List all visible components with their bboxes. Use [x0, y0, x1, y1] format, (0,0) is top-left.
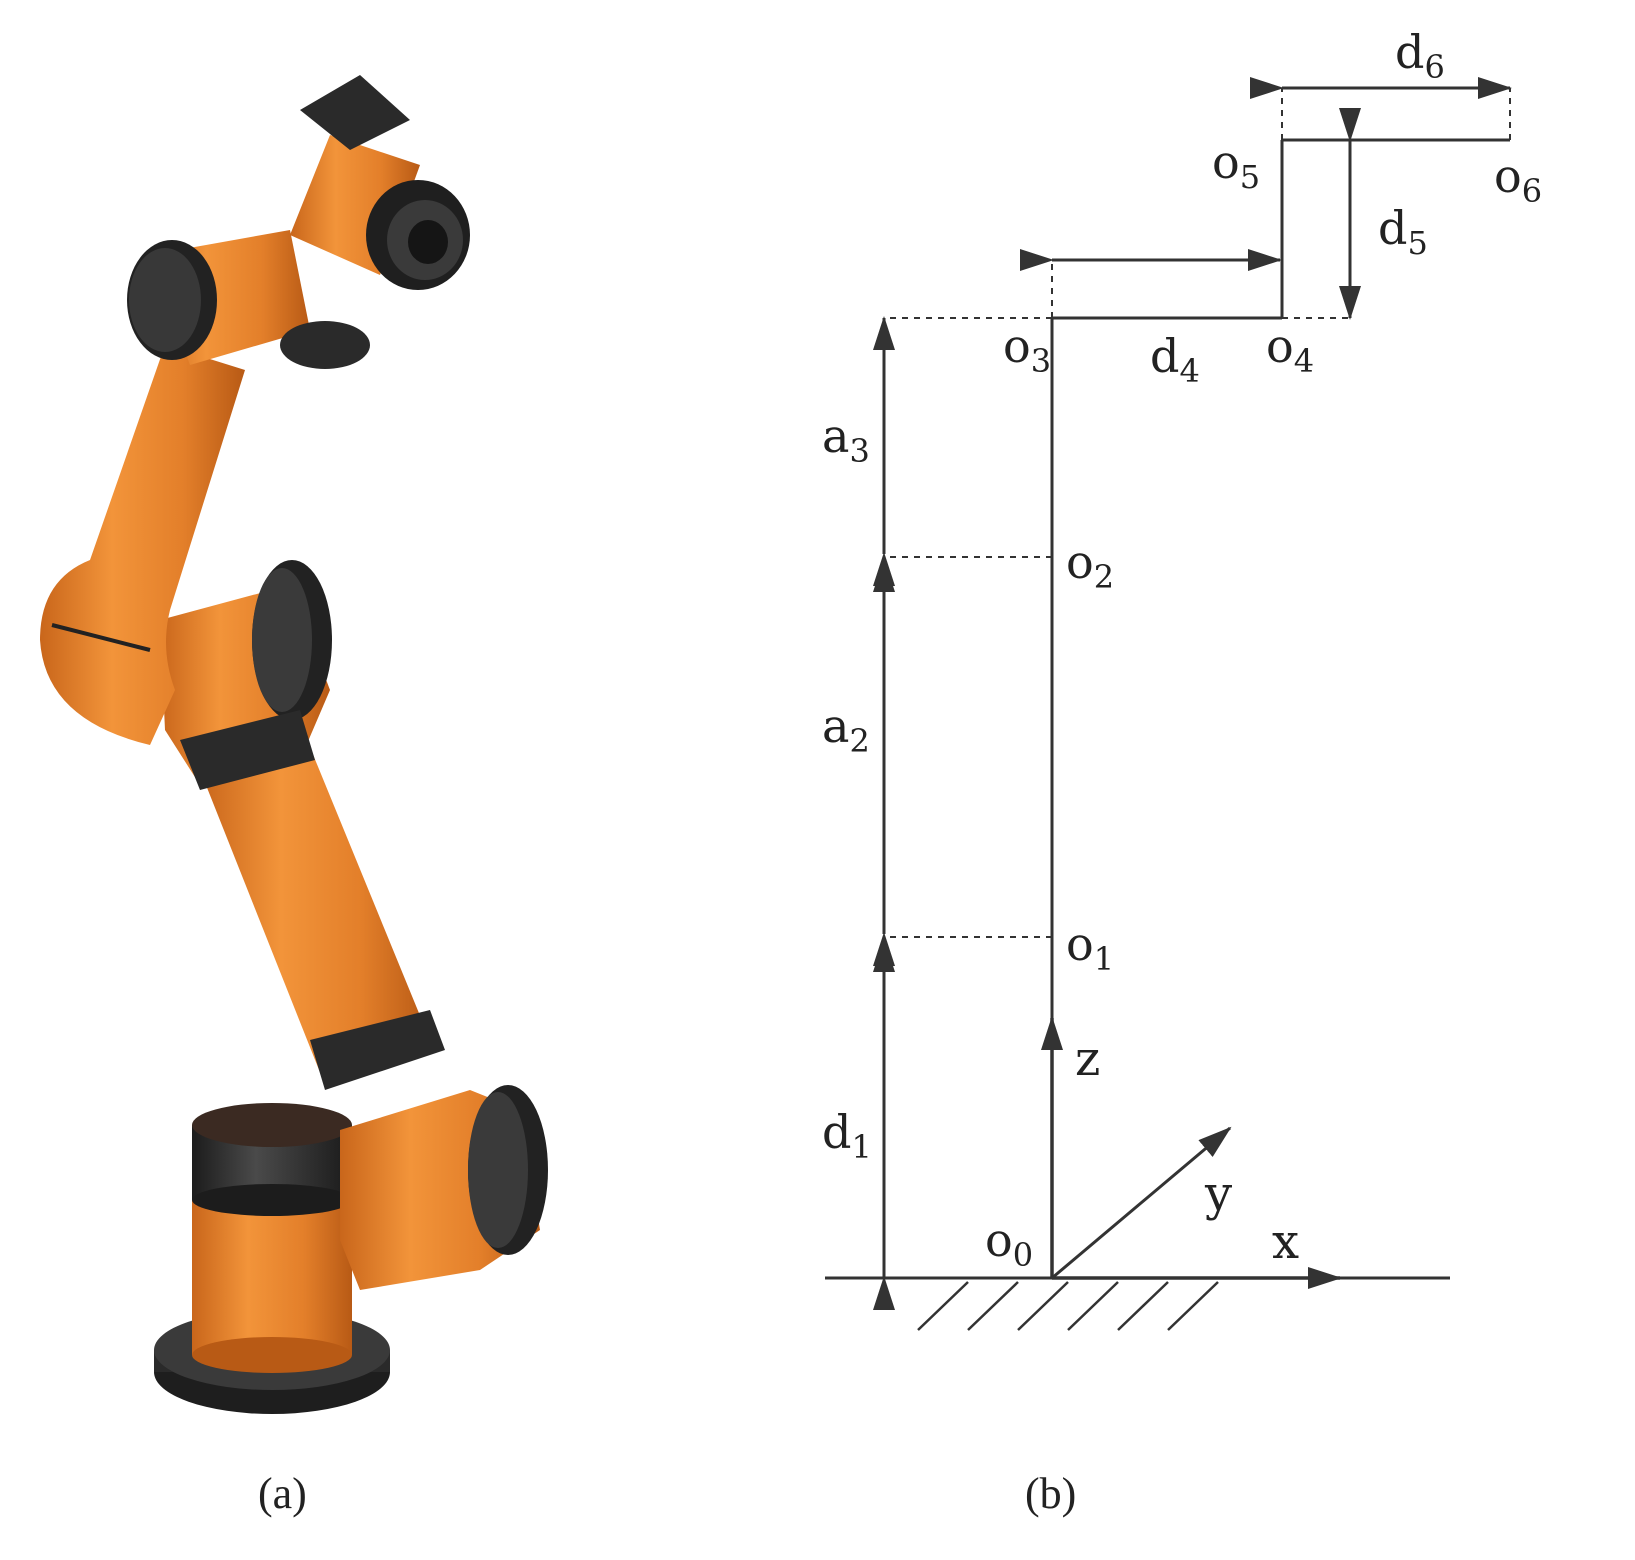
label-a3: a3: [822, 409, 870, 470]
origin-labels: o0 o1 o2 o3 o4 o5 o6: [985, 135, 1542, 1274]
label-o0: o0: [985, 1213, 1033, 1274]
label-o2: o2: [1066, 535, 1114, 596]
label-z: z: [1075, 1031, 1100, 1087]
caption-a: (a): [258, 1469, 307, 1518]
label-o6: o6: [1494, 149, 1542, 210]
dimension-labels: d1 a2 a3 d4 d5 d6: [822, 25, 1445, 1166]
axis-labels: z y x: [1075, 1031, 1299, 1270]
label-o5: o5: [1212, 135, 1260, 196]
label-d4: d4: [1150, 329, 1200, 390]
dim-arrows: [873, 77, 1512, 1310]
ground-hatching: [917, 1281, 1219, 1331]
kinematic-diagram: [825, 77, 1512, 1331]
label-d6: d6: [1395, 25, 1445, 86]
robot-arm-illustration: [40, 75, 548, 1414]
dashed-guides: [890, 88, 1511, 938]
label-d5: d5: [1378, 201, 1428, 262]
label-d1: d1: [822, 1105, 872, 1166]
label-a2: a2: [822, 699, 870, 760]
label-x: x: [1272, 1214, 1299, 1270]
label-o1: o1: [1066, 917, 1114, 978]
y-axis: [1051, 1126, 1232, 1280]
label-o3: o3: [1003, 319, 1051, 380]
caption-b: (b): [1025, 1469, 1076, 1518]
label-o4: o4: [1266, 319, 1314, 380]
label-y: y: [1204, 1166, 1232, 1222]
